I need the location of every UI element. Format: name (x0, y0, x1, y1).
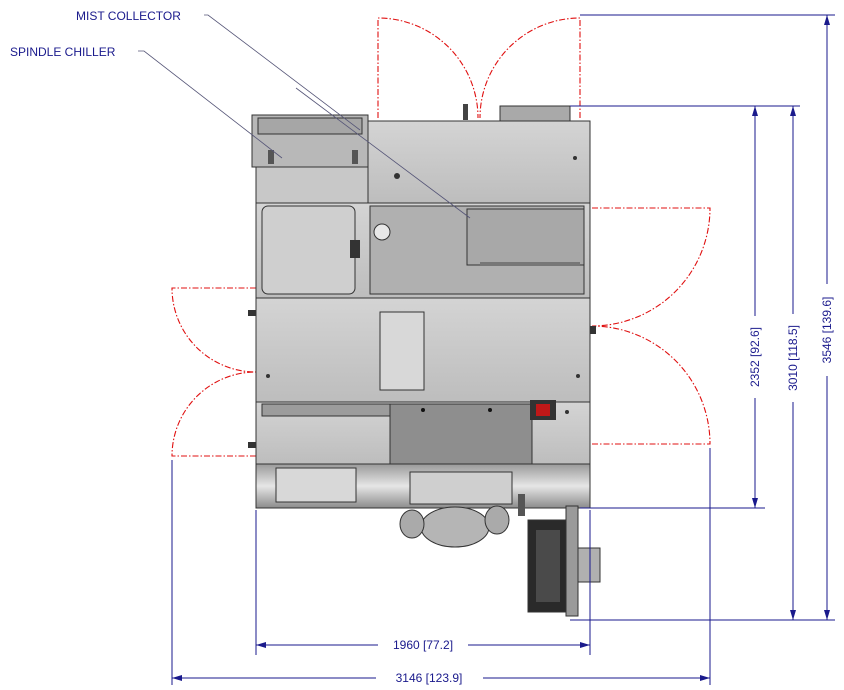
machine-body (248, 104, 601, 617)
dim-depth-machine: 2352 [92.6] (748, 327, 762, 387)
dim-width-machine: 1960 [77.2] (393, 638, 453, 652)
dim-depth-with-panel: 3010 [118.5] (786, 325, 800, 391)
dimension-lines (171, 14, 835, 685)
dim-width-overall: 3146 [123.9] (396, 671, 463, 685)
dim-depth-overall: 3546 [139.6] (820, 297, 834, 364)
mist-collector-label: MIST COLLECTOR (76, 9, 181, 23)
door-swing-arcs (171, 17, 711, 457)
spindle-chiller-label: SPINDLE CHILLER (10, 45, 116, 59)
callout-leaders (138, 14, 471, 219)
